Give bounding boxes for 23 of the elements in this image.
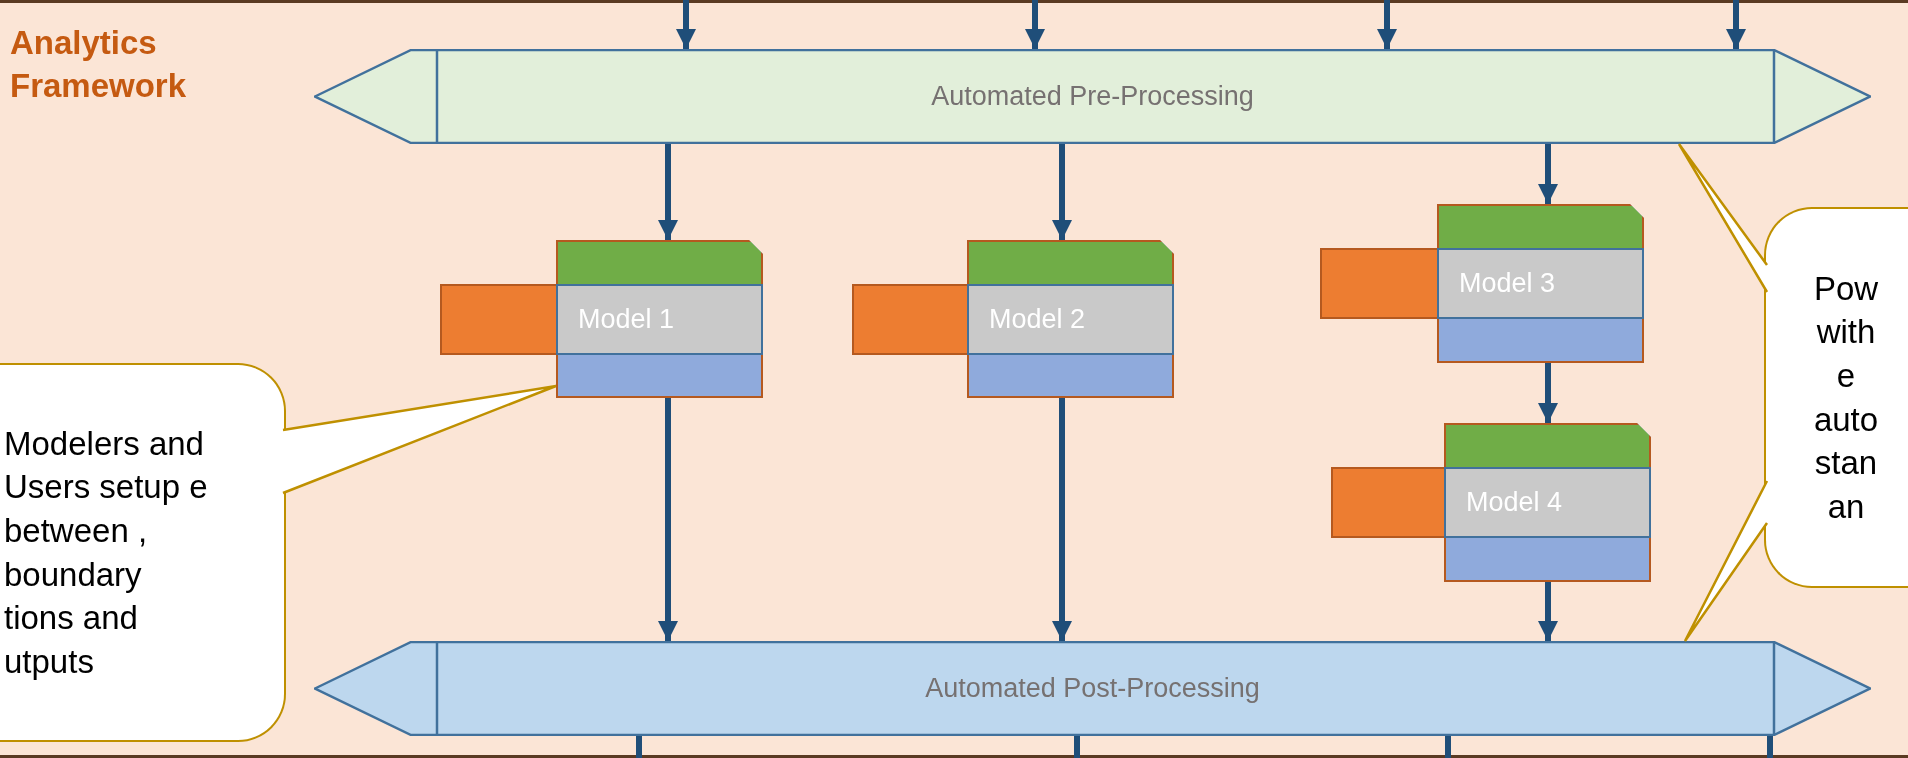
callout-text: Modelers and Users setup e between , boundary tions and utputs bbox=[4, 423, 209, 682]
model-block bbox=[556, 240, 763, 398]
callout-bubble bbox=[0, 363, 286, 742]
bar-label: Automated Post-Processing bbox=[925, 673, 1260, 704]
model-block bbox=[967, 240, 1174, 398]
model-block bbox=[1444, 423, 1651, 582]
callout-pointer bbox=[1683, 479, 1769, 643]
arrow bbox=[1025, 0, 1045, 49]
arrow bbox=[658, 144, 678, 240]
callout-text: Pow with e auto stan an bbox=[1812, 268, 1880, 527]
arrow bbox=[1538, 363, 1558, 423]
bar-label: Automated Pre-Processing bbox=[931, 81, 1254, 112]
arrow bbox=[1538, 582, 1558, 641]
callout-pointer bbox=[281, 384, 558, 495]
arrow bbox=[1052, 398, 1072, 641]
model-block bbox=[1437, 204, 1644, 363]
arrow bbox=[1052, 144, 1072, 240]
arrow bbox=[658, 398, 678, 641]
arrow bbox=[676, 0, 696, 49]
arrow bbox=[1726, 0, 1746, 49]
arrow bbox=[1377, 0, 1397, 49]
arrow bbox=[1538, 144, 1558, 204]
diagram-title: Analytics Framework bbox=[10, 23, 188, 106]
